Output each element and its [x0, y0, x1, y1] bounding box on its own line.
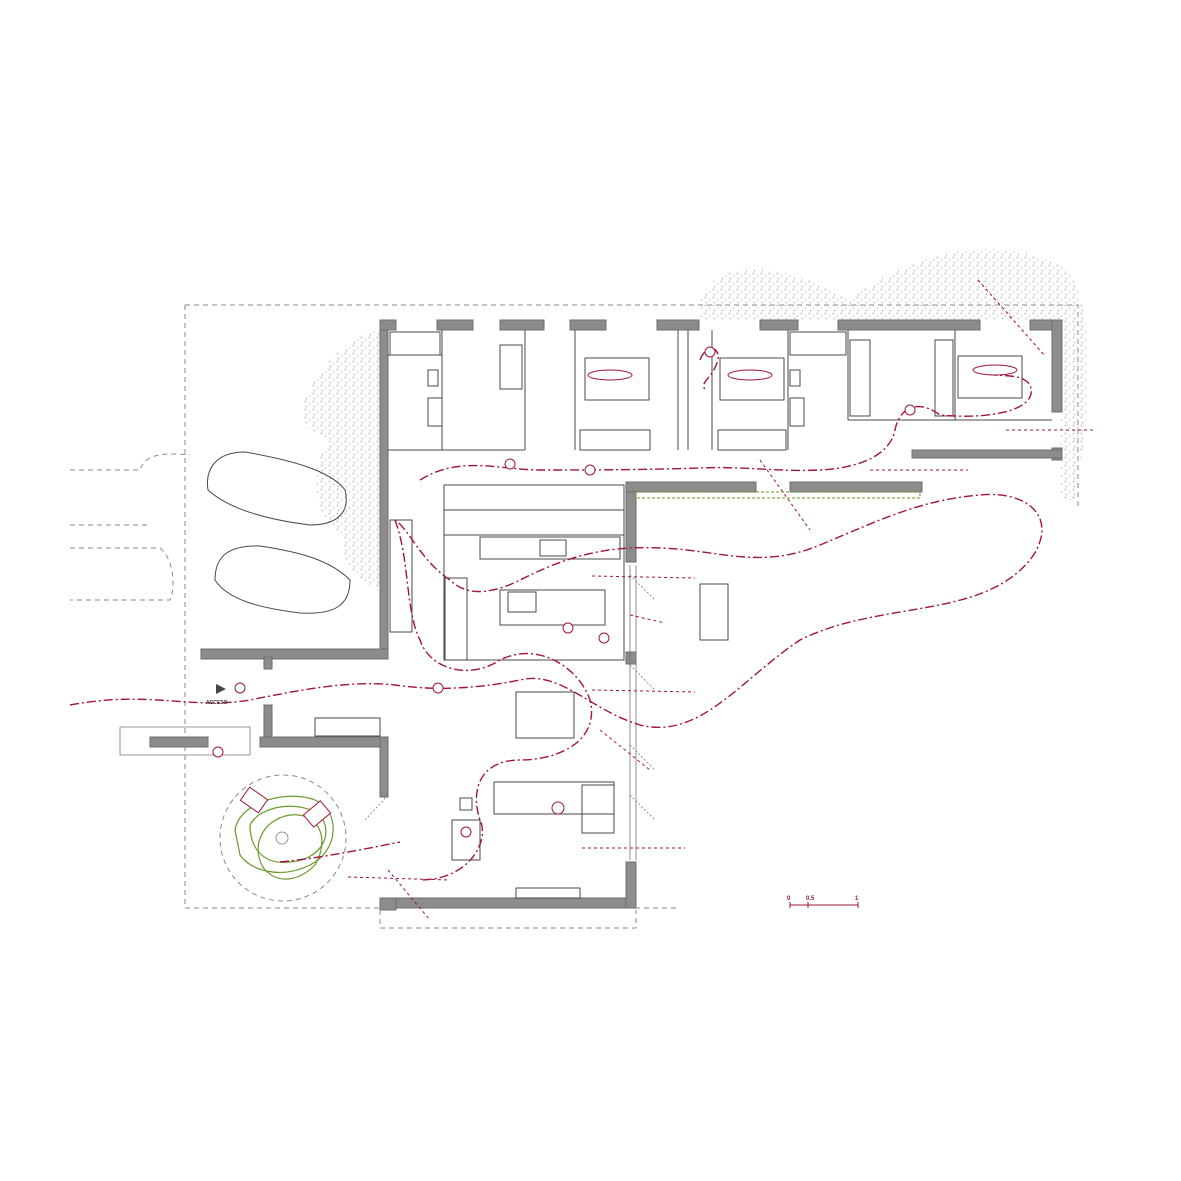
gravel-areas — [302, 249, 1089, 590]
cars — [70, 451, 351, 614]
walls — [149, 319, 1063, 911]
scale-label-0-5: 0.5 — [806, 896, 815, 902]
people-figures — [212, 346, 1018, 838]
access-marker: ACCESO — [206, 684, 228, 706]
movement-arrows — [347, 279, 1094, 921]
scale-label-0: 0 — [787, 896, 791, 902]
scale-bar: 0 0.5 1 — [787, 896, 859, 908]
circulation-paths — [69, 348, 1043, 881]
vegetation — [219, 491, 921, 902]
hedge-row — [635, 491, 921, 499]
scale-label-1: 1 — [855, 896, 859, 902]
sliding-door-markers — [364, 574, 656, 821]
access-label: ACCESO — [206, 700, 228, 706]
interior-lines — [119, 330, 1052, 929]
